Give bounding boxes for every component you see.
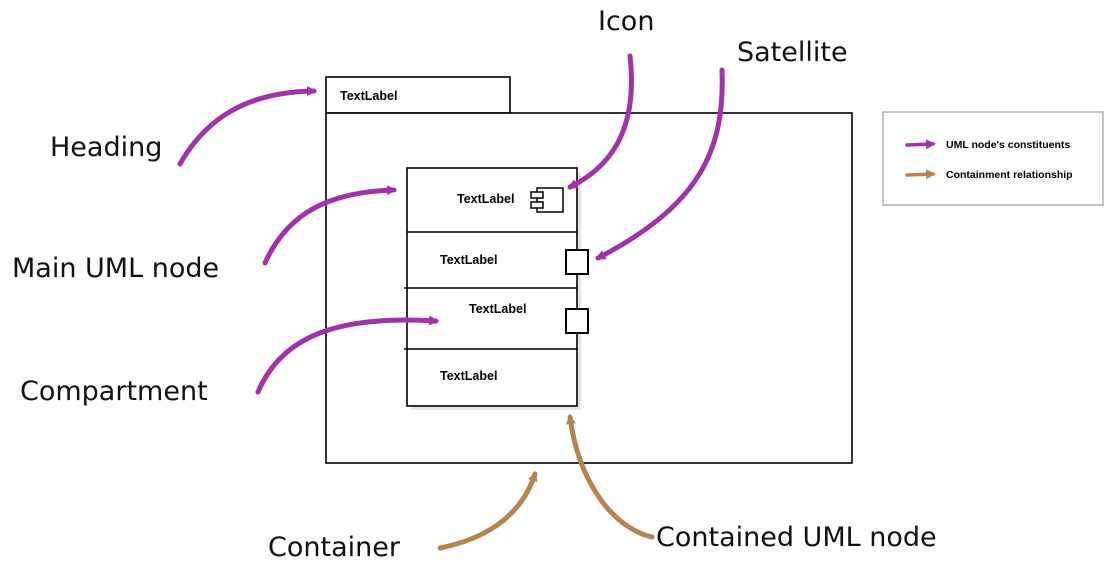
satellite-port — [565, 308, 589, 334]
annotation-icon: Icon — [598, 6, 654, 37]
compartment-arrow — [255, 315, 439, 395]
annotation-container: Container — [268, 532, 401, 562]
compartment-label: TextLabel — [469, 302, 526, 316]
annotation-satellite: Satellite — [737, 37, 848, 68]
node-title-label: TextLabel — [457, 192, 514, 206]
annotation-compartment: Compartment — [20, 376, 208, 407]
component-icon — [530, 187, 564, 213]
container-arrow — [437, 471, 538, 551]
annotation-main-uml-node: Main UML node — [12, 253, 219, 284]
contained-node-arrow — [565, 414, 655, 540]
legend-containment-swatch — [905, 169, 936, 180]
heading-label: TextLabel — [340, 89, 397, 103]
heading-tab — [325, 76, 511, 114]
legend-item-label: UML node's constituents — [946, 139, 1070, 151]
heading-arrow — [177, 86, 317, 167]
main-uml-node-arrow — [262, 185, 397, 266]
annotation-heading: Heading — [50, 132, 162, 163]
legend: UML node's constituents Containment rela… — [882, 111, 1104, 206]
legend-box — [882, 111, 1104, 206]
legend-item-label: Containment relationship — [946, 169, 1073, 181]
main-uml-node: TextLabel TextLabel TextLabel TextLabel — [404, 167, 589, 410]
annotation-contained-uml-node: Contained UML node — [656, 522, 937, 553]
legend-constituent-swatch — [905, 139, 936, 150]
compartment-label: TextLabel — [440, 369, 497, 383]
icon-arrow — [567, 53, 634, 190]
satellite-port — [565, 249, 589, 275]
satellite-arrow — [595, 67, 725, 261]
compartment-label: TextLabel — [440, 253, 497, 267]
constituent-arrows — [177, 53, 725, 395]
containment-arrows — [437, 414, 655, 551]
